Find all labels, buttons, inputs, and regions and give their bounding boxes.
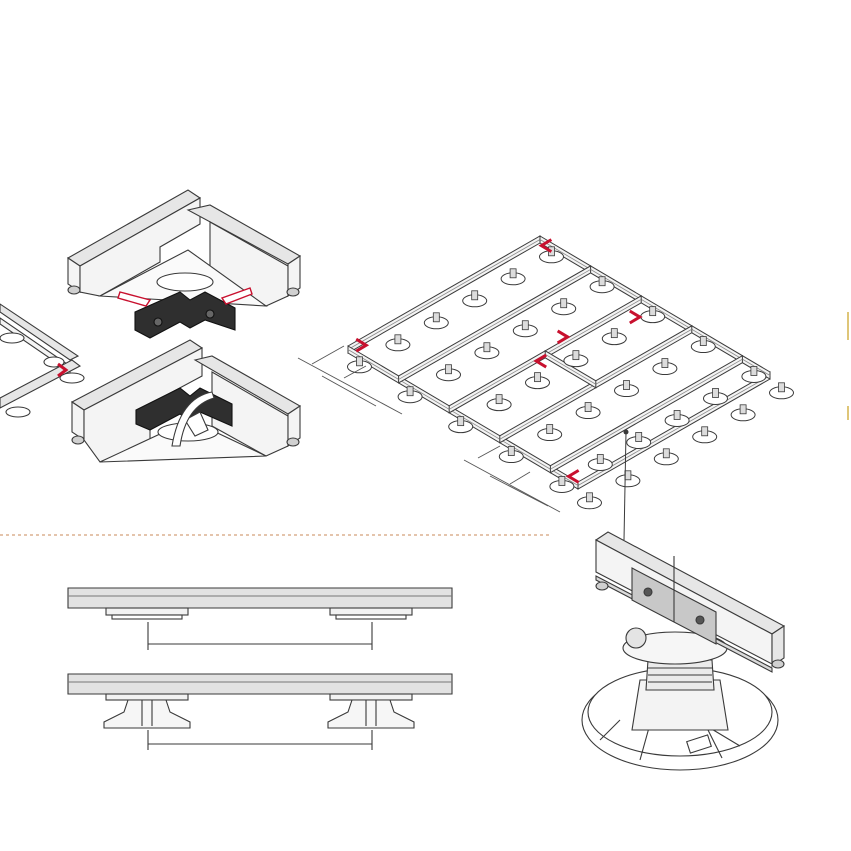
pedestal-stem xyxy=(611,329,617,338)
pedestal-stem xyxy=(472,291,478,300)
pedestal-profile-icon xyxy=(104,700,190,728)
pedestal-stem xyxy=(625,471,631,480)
rail-side-profile xyxy=(68,588,452,608)
pedestal-stem xyxy=(561,299,567,308)
pedestal-stem xyxy=(636,432,642,441)
support-pad xyxy=(330,694,412,700)
rail-foot xyxy=(72,436,84,444)
pedestal-stem xyxy=(522,321,528,330)
pedestal-stem xyxy=(713,388,719,397)
leader-dot xyxy=(624,430,629,435)
dimension-line xyxy=(478,446,500,458)
pedestal-stem xyxy=(357,357,363,366)
support-pad xyxy=(106,694,188,700)
pedestal-base xyxy=(60,373,84,383)
pedestal-stem xyxy=(458,417,464,426)
joint-screw-icon xyxy=(696,616,704,624)
frame-rail xyxy=(348,236,540,353)
pedestal-stem xyxy=(585,403,591,412)
pedestal-stem xyxy=(496,395,502,404)
pedestal-stem xyxy=(779,383,785,392)
pedestal-stem xyxy=(547,425,553,434)
side-elevation-flat-supports xyxy=(68,588,452,650)
pedestal-stem xyxy=(587,493,593,502)
pedestal-base xyxy=(0,333,24,343)
pedestal-stem xyxy=(599,277,605,286)
dimension-line xyxy=(312,346,344,364)
pedestal-stem xyxy=(663,449,669,458)
rail-foot xyxy=(596,582,608,590)
frame-rail xyxy=(0,360,80,408)
frame-rail xyxy=(578,372,770,489)
pedestal-profile-icon xyxy=(328,700,414,728)
rail-foot xyxy=(287,288,299,296)
adjust-knob-icon xyxy=(626,628,646,648)
corner-joint-open-view xyxy=(68,190,300,338)
pedestal-stem xyxy=(559,476,565,485)
dimension-line xyxy=(510,472,530,484)
pedestal-stem xyxy=(674,410,680,419)
support-pad xyxy=(106,608,188,615)
pedestal-base xyxy=(6,407,30,417)
joint-screw-icon xyxy=(644,588,652,596)
support-base xyxy=(112,615,182,619)
frame-rail-groove xyxy=(348,240,540,350)
grid-rails xyxy=(348,236,770,489)
frame-grid-view xyxy=(298,236,794,540)
support-pad xyxy=(330,608,412,615)
rail-foot xyxy=(287,438,299,446)
pedestal-head xyxy=(157,273,213,291)
pedestal-stem xyxy=(740,405,746,414)
red-corner-marker-icon xyxy=(630,311,640,323)
pedestal-stem xyxy=(662,359,668,368)
corner-joint-closed-view xyxy=(72,340,300,462)
clip-hole xyxy=(206,310,214,318)
pedestal-stem xyxy=(624,381,630,390)
support-base xyxy=(336,615,406,619)
pedestal-stem xyxy=(650,307,656,316)
pedestal-stem xyxy=(433,313,439,322)
clip-hole xyxy=(154,318,162,326)
pedestal-stem xyxy=(407,387,413,396)
pedestal-stem xyxy=(508,447,514,456)
pedestal-detail-view xyxy=(582,532,784,770)
pedestal-stem xyxy=(535,373,541,382)
side-elevation-pedestal-supports xyxy=(68,674,452,750)
dimension-line xyxy=(322,376,376,406)
grid-pedestals xyxy=(348,247,794,509)
pedestal-stem xyxy=(510,269,516,278)
rail-side-profile xyxy=(68,674,452,694)
pedestal-stem xyxy=(446,365,452,374)
dimension-line xyxy=(490,476,548,506)
pedestal-stem xyxy=(484,343,490,352)
pedestal-stem xyxy=(700,337,706,346)
rail-foot xyxy=(68,286,80,294)
pedestal-stem xyxy=(751,366,757,375)
pedestal-stem xyxy=(597,454,603,463)
pedestal-stem xyxy=(573,351,579,360)
rail-foot xyxy=(772,660,784,668)
pedestal-stem xyxy=(395,335,401,344)
pedestal-stem xyxy=(702,427,708,436)
partial-frame-left xyxy=(0,304,84,417)
